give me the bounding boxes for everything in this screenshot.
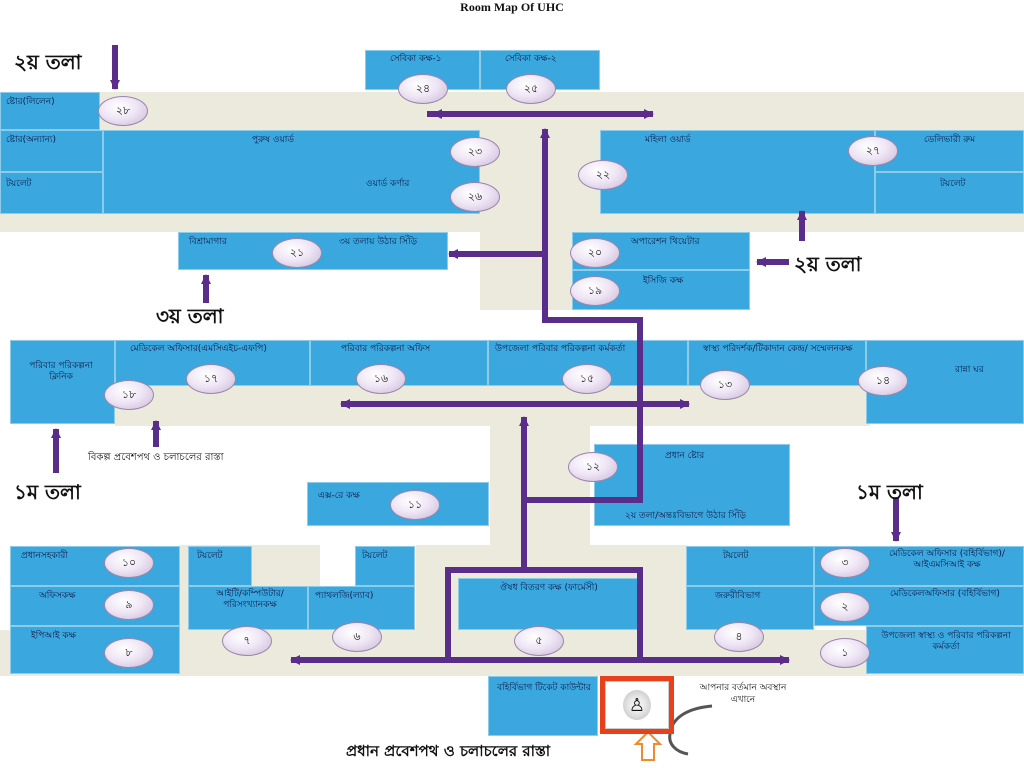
room-18[interactable]: পরিবার পরিকল্পনা ক্লিনিক [10,340,115,424]
room-22[interactable]: মহিলা ওয়ার্ড [600,130,875,214]
badge-1: ১ [820,638,870,668]
room-23[interactable]: পুরুষ ওয়ার্ড ওয়ার্ড কর্ণার [103,130,480,214]
room-toilet-2l-label: টয়লেট [6,179,32,189]
room-18-label: পরিবার পরিকল্পনা ক্লিনিক [29,361,93,382]
room-5-label: ঔষধ বিতরণ কক্ষ (ফার্মেসী) [500,583,598,593]
room-9-label: অফিসকক্ষ [39,591,76,601]
badge-15: ১৫ [562,364,612,394]
room-15-label: উপজেলা পরিবার পরিকল্পনা কর্মকর্তা [495,344,626,354]
hallway-2nd-mid [0,212,1024,232]
badge-21: ২১ [272,238,322,268]
badge-26: ২৬ [450,182,500,212]
room-4-label: জরুরীবিভাগ [715,591,761,601]
room-toilet-1b[interactable]: টয়লেট [355,546,415,586]
badge-7: ৭ [222,626,272,656]
floor-label-1st-left: ১ম তলা [14,480,81,504]
room-10-label: প্রধানসহকারী [21,551,68,561]
room-5[interactable]: ঔষধ বিতরণ কক্ষ (ফার্মেসী) [458,578,638,630]
ticket-counter[interactable]: বহির্বিভাগ টিকেট কাউন্টার [488,676,598,736]
badge-17: ১৭ [186,364,236,394]
room-7-label: আইটি/কম্পিউটার/ পরিসংখ্যানকক্ষ [216,589,284,610]
room-22-label: মহিলা ওয়ার্ড [645,135,691,145]
entrance-arrow-icon [633,730,663,761]
room-store-other[interactable]: ষ্টোর(অন্যান্য) [0,130,103,172]
room-24-label: সেবিকা কক্ষ-১ [390,54,442,64]
badge-4: ৪ [714,622,764,652]
room-toilet-2r-label: টয়লেট [940,179,966,189]
room-26-label: ওয়ার্ড কর্ণার [366,179,410,189]
room-1-label: উপজেলা স্বাস্থ্য ও পরিবার পরিকল্পনা কর্ম… [881,631,1011,652]
room-store-other-label: ষ্টোর(অন্যান্য) [6,135,56,145]
stairs-third-label: ৩য় তলায় উঠার সিঁড়ি [339,237,418,247]
room-23-label: পুরুষ ওয়ার্ড [252,135,294,145]
floor-label-1st-right: ১ম তলা [856,480,923,504]
room-toilet-1a-label: টয়লেট [197,551,223,561]
room-toilet-1c[interactable]: টয়লেট [686,546,814,586]
badge-22: ২২ [578,160,628,190]
room-12[interactable]: প্রধান ষ্টোর ২য় তলা/অন্তঃবিভাগে উঠার সি… [594,444,790,526]
room-12-label: প্রধান ষ্টোর [665,451,705,461]
room-20-label: অপারেশন থিয়েটার [631,237,700,247]
room-8-label: ইপিআই কক্ষ [31,631,76,641]
room-21-label: বিশ্রামাগার [189,237,227,247]
person-icon: ♙ [623,690,651,720]
badge-23: ২৩ [450,137,500,167]
badge-20: ২০ [570,238,620,268]
you-are-here-marker: ♙ [600,676,674,734]
badge-11: ১১ [390,490,440,520]
room-27-label: ডেলিভারী রুম [924,135,976,145]
room-3-label: মেডিকেল অফিসার (বহির্বিভাগ)/আইএমসিআই কক্… [889,549,1005,570]
badge-8: ৮ [104,638,154,668]
room-27[interactable]: ডেলিভারী রুম [875,130,1024,172]
map-title: Room Map Of UHC [460,0,564,14]
room-1[interactable]: উপজেলা স্বাস্থ্য ও পরিবার পরিকল্পনা কর্ম… [866,626,1024,674]
room-toilet-2l[interactable]: টয়লেট [0,172,103,214]
stairs-second-label: ২য় তলা/অন্তঃবিভাগে উঠার সিঁড়ি [625,511,746,521]
room-7[interactable]: আইটি/কম্পিউটার/ পরিসংখ্যানকক্ষ [188,586,308,630]
room-toilet-1c-label: টয়লেট [723,551,749,561]
badge-28: ২৮ [98,96,148,126]
badge-25: ২৫ [506,74,556,104]
curved-arrow-icon [668,704,713,756]
badge-9: ৯ [104,590,154,620]
hallway-1st-center [490,425,590,545]
main-entrance-label: প্রধান প্রবেশপথ ও চলাচলের রাস্তা [346,742,551,760]
alt-entrance-label: বিকল্প প্রবেশপথ ও চলাচলের রাস্তা [88,452,224,463]
room-toilet-1a[interactable]: টয়লেট [188,546,252,586]
floor-label-2nd-top: ২য় তলা [14,50,82,74]
room-14-label: রান্না ঘর [955,365,984,375]
room-toilet-1b-label: টয়লেট [362,551,388,561]
badge-24: ২৪ [398,74,448,104]
you-are-here-label: আপনার বর্তমান অবস্থান এখানে [699,683,787,705]
badge-12: ১২ [568,452,618,482]
room-3[interactable]: মেডিকেল অফিসার (বহির্বিভাগ)/আইএমসিআই কক্… [814,546,1024,586]
room-6-label: প্যাথলজি(ল্যাব) [315,591,374,601]
badge-16: ১৬ [356,364,406,394]
badge-5: ৫ [514,626,564,656]
badge-3: ৩ [820,548,870,578]
room-16-label: পরিবার পরিকল্পনা অফিস [341,344,431,354]
room-25-label: সেবিকা কক্ষ-২ [505,54,557,64]
badge-13: ১৩ [700,370,750,400]
room-28[interactable]: ষ্টোর(লিলেন) [0,92,100,130]
ticket-counter-label: বহির্বিভাগ টিকেট কাউন্টার [497,683,591,693]
room-11-label: এক্স-রে কক্ষ [318,491,360,501]
badge-18: ১৮ [104,380,154,410]
room-28-label: ষ্টোর(লিলেন) [6,97,55,107]
room-2-label: মেডিকেলঅফিসার (বহির্বিভাগ) [890,589,1000,599]
badge-6: ৬ [332,622,382,652]
badge-27: ২৭ [848,136,898,166]
badge-2: ২ [820,592,870,622]
room-19-label: ইসিজি কক্ষ [643,276,684,286]
floor-label-2nd-right: ২য় তলা [794,252,862,276]
room-13-label: স্বাস্থ্য পরিদর্শক/টিকাদান কেন্দ্র/ সম্ম… [703,344,853,354]
badge-14: ১৪ [858,366,908,396]
floor-label-3rd: ৩য় তলা [156,304,224,328]
badge-10: ১০ [104,548,154,578]
badge-19: ১৯ [570,276,620,306]
room-9[interactable]: অফিসকক্ষ [10,586,180,626]
room-17-label: মেডিকেল অফিসার(এমসিএইচ-এফপি) [130,344,267,354]
